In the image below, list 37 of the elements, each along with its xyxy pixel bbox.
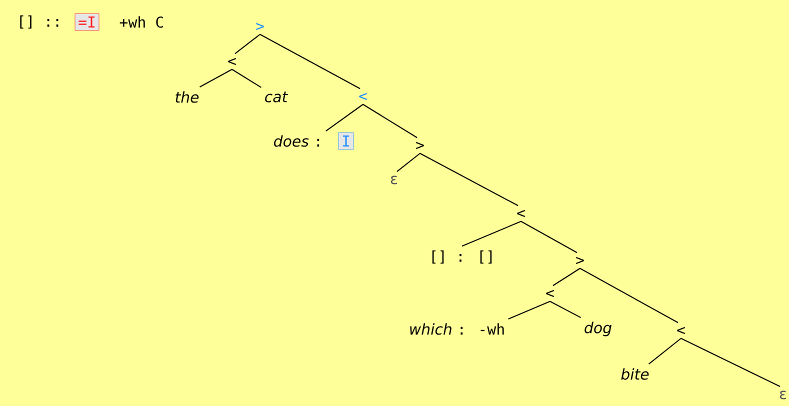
feature-string: [] :: [20,15,58,29]
tree-branch [199,68,232,88]
projection-symbol: < [517,210,525,218]
leaf-word: dog [584,322,612,336]
projection-symbol: > [576,256,584,264]
leaf-word: bite [621,368,649,380]
tree-branch [260,34,360,90]
tree-branch [648,338,682,364]
tree-branch [396,152,420,172]
empty-leaf: ε [390,176,398,184]
tree-branch [550,300,581,318]
tree-branch [680,338,780,387]
empty-leaf: ε [780,390,786,400]
tree-branch [326,104,364,132]
tree-branch [362,104,418,138]
tree-branch [420,152,518,206]
leaf-word: cat [265,92,288,102]
projection-symbol: > [416,142,424,150]
tree-branch [552,268,580,286]
projection-symbol: < [359,92,367,100]
projection-symbol: < [677,326,685,334]
tree-branch [232,68,262,88]
leaf-word: does : [274,135,320,147]
leaf-features: [] : [] [432,250,492,264]
feature-string: +wh C [120,16,164,28]
leaf-word: which : -wh [410,323,504,335]
tree-branch [462,220,522,247]
tree-branch [520,220,578,254]
projection-symbol: > [256,22,264,30]
feature-box: I [338,132,354,150]
feature-box: =I [74,13,100,31]
projection-symbol: < [228,58,236,66]
leaf-word: the [176,91,199,103]
tree-branch [508,300,550,320]
tree-branch [580,268,678,324]
tree-branch [234,34,260,54]
projection-symbol: < [546,290,554,298]
